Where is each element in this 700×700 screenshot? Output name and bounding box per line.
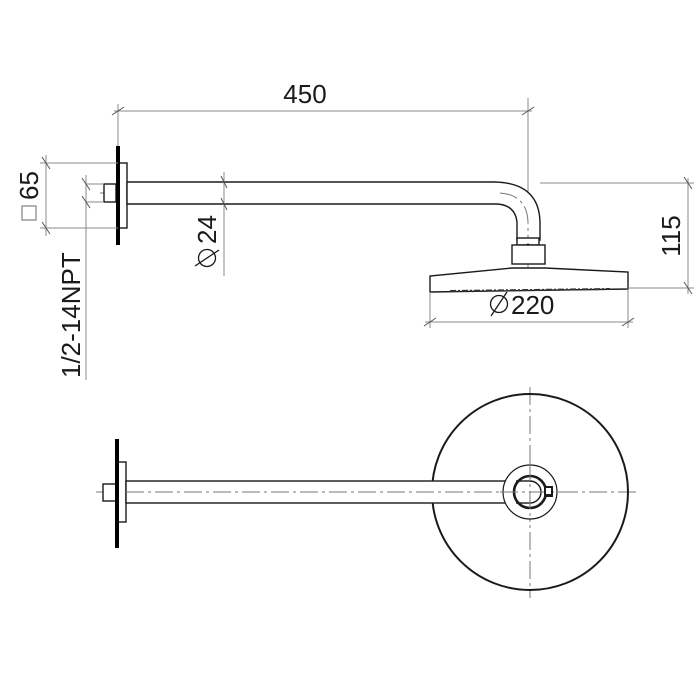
dimension-label-220: 220 <box>511 290 554 320</box>
diameter-symbol-icon <box>194 248 220 268</box>
dimension-115: 115 <box>540 176 694 295</box>
dimension-thread: 1/2-14NPT <box>56 175 104 380</box>
arm-bend-centerline <box>499 192 529 238</box>
diameter-symbol-icon <box>489 291 509 317</box>
shower-arm <box>126 181 541 241</box>
dimension-450: 450 <box>111 79 535 146</box>
nozzle-face <box>449 288 611 292</box>
top-view <box>96 387 640 598</box>
dimension-diameter-24: 24 <box>192 172 228 276</box>
head-connector <box>511 244 546 265</box>
dimension-label-115: 115 <box>656 215 686 256</box>
thread-label: 1/2-14NPT <box>56 252 86 378</box>
dimension-square-65: 65 <box>14 155 118 236</box>
wall-flange-top <box>117 461 127 523</box>
dimension-label-65: 65 <box>14 171 44 200</box>
dimension-label-24: 24 <box>192 215 222 244</box>
thread-nipple-top <box>102 483 117 502</box>
thread-nipple <box>103 183 117 203</box>
dimension-label-450: 450 <box>283 79 326 109</box>
square-symbol-icon <box>21 205 37 221</box>
side-view <box>100 98 629 293</box>
dimension-diameter-220: 220 <box>423 289 635 328</box>
set-screw-hole <box>546 488 551 494</box>
